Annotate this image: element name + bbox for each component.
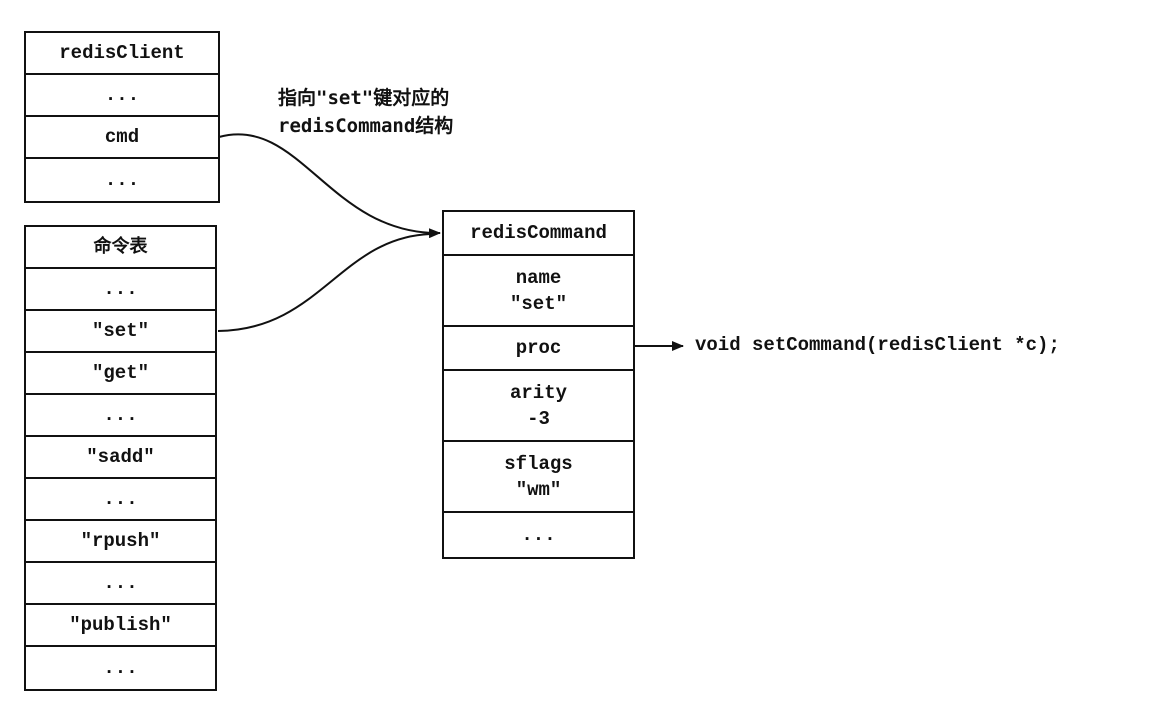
redis-command-more-field: ... [444, 513, 633, 557]
field-name: proc [515, 337, 562, 359]
command-table-row: ... [26, 395, 215, 437]
field-name: arity [509, 381, 567, 404]
proc-target-function: void setCommand(redisClient *c); [695, 334, 1060, 356]
command-table-row: ... [26, 479, 215, 521]
cmd-to-rediscommand-arrow [218, 133, 441, 239]
redis-command-struct: redisCommand name "set" proc arity -3 sf… [442, 210, 635, 559]
command-table-row-publish: "publish" [26, 605, 215, 647]
redis-command-proc-field: proc [444, 327, 633, 371]
redis-client-row: ... [104, 169, 140, 191]
command-table-row: ... [103, 657, 138, 679]
command-table-title: 命令表 [26, 227, 215, 269]
command-table-row: ... [26, 563, 215, 605]
pointer-annotation: 指向"set"键对应的 redisCommand结构 [278, 84, 453, 140]
redis-client-cmd-field: cmd [26, 117, 218, 159]
redis-client-title: redisClient [26, 33, 218, 75]
field-value: -3 [527, 407, 550, 430]
redis-command-arity-field: arity -3 [444, 371, 633, 442]
redis-client-table: redisClient ... cmd ... [24, 31, 220, 203]
field-value: "set" [509, 292, 567, 315]
annotation-line-2: redisCommand结构 [278, 115, 454, 137]
command-table-row-rpush: "rpush" [26, 521, 215, 563]
field-name: name [515, 266, 562, 289]
command-table-row-sadd: "sadd" [26, 437, 215, 479]
field-name: ... [521, 524, 556, 546]
set-to-rediscommand-arrow [217, 233, 431, 332]
command-table-row: ... [26, 269, 215, 311]
command-table: 命令表 ... "set" "get" ... "sadd" ... "rpus… [24, 225, 217, 691]
command-table-row-get: "get" [26, 353, 215, 395]
redis-command-name-field: name "set" [444, 256, 633, 327]
redis-command-sflags-field: sflags "wm" [444, 442, 633, 513]
annotation-line-1: 指向"set"键对应的 [278, 87, 450, 109]
redis-command-title: redisCommand [444, 212, 633, 256]
field-value: "wm" [515, 478, 562, 501]
redis-client-row: ... [26, 75, 218, 117]
command-table-row-set: "set" [26, 311, 215, 353]
field-name: sflags [504, 452, 573, 475]
